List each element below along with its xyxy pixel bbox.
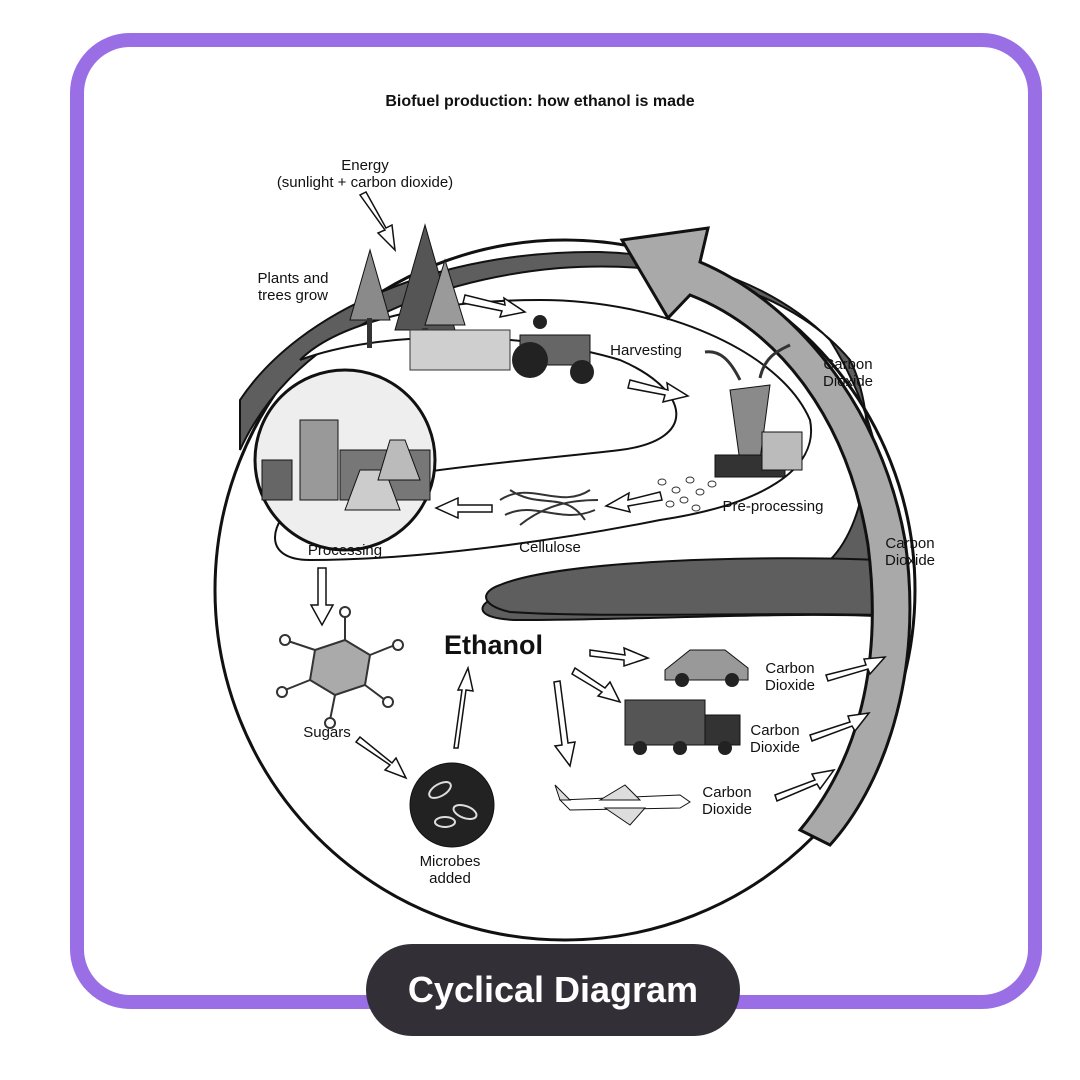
cellulose-icon <box>499 489 599 526</box>
flow-arrows <box>309 191 887 803</box>
truck-icon <box>624 699 741 755</box>
co2-return-arrow <box>619 226 912 847</box>
label-co2-plane: Carbon Dioxide <box>701 784 753 818</box>
label-cellulose: Cellulose <box>519 539 581 556</box>
label-co2-truck: Carbon Dioxide <box>749 722 801 756</box>
car-icon <box>664 649 749 687</box>
label-sugars: Sugars <box>303 724 351 741</box>
preprocessing-machine-icon <box>704 343 803 478</box>
processing-plant-icon <box>253 368 437 552</box>
label-harvesting: Harvesting <box>610 342 682 359</box>
diagram-type-badge: Cyclical Diagram <box>366 944 740 1036</box>
label-co2-car: Carbon Dioxide <box>764 660 816 694</box>
label-plants: Plants and trees grow <box>257 270 329 304</box>
label-ethanol: Ethanol <box>444 630 543 660</box>
microbes-icon <box>409 762 495 848</box>
label-processing: Processing <box>307 542 383 559</box>
diagram-title: Biofuel production: how ethanol is made <box>385 93 695 110</box>
label-microbes: Microbes added <box>419 853 481 887</box>
sugar-molecule-icon <box>276 606 404 729</box>
pellets-icon <box>657 476 717 512</box>
tractor-icon <box>409 315 594 384</box>
airplane-icon <box>554 784 691 826</box>
label-preprocessing: Pre-processing <box>722 498 824 515</box>
label-co2-top: Carbon Dioxide <box>822 356 874 390</box>
road-band-lower <box>485 557 882 617</box>
label-co2-mid: Carbon Dioxide <box>884 535 936 569</box>
label-energy: Energy (sunlight + carbon dioxide) <box>276 157 454 191</box>
